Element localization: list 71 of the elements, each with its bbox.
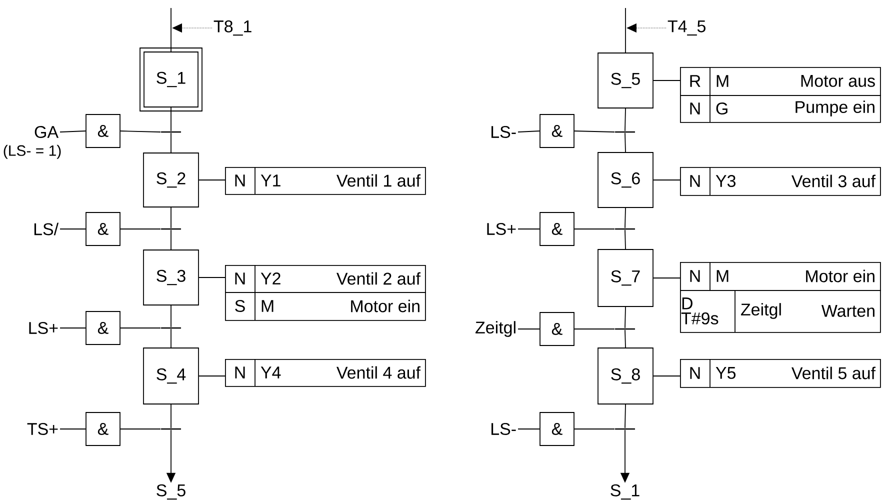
action-block: D T#9s Zeitgl Warten (680, 290, 881, 333)
flow-line (574, 228, 615, 230)
input-label: LS+ (29, 322, 58, 334)
input-label: LS+ (487, 222, 516, 236)
flow-line (120, 130, 161, 132)
and-gate: & (86, 311, 120, 345)
flow-line (170, 230, 172, 250)
flow-line (120, 428, 161, 430)
and-gate: & (86, 212, 120, 246)
flow-line (518, 130, 540, 132)
flow-line (170, 132, 172, 153)
flow-line (60, 130, 86, 132)
input-label: Zeitgl (476, 321, 516, 337)
flow-line (624, 132, 626, 152)
action-block: R M Motor aus (680, 66, 881, 96)
flow-line (170, 305, 172, 328)
flow-line (625, 8, 626, 53)
action-block: N M Motor ein (680, 262, 881, 291)
step-box: S_4 (143, 348, 199, 404)
flow-line (624, 306, 626, 328)
flow-line (574, 428, 615, 430)
and-gate: & (540, 412, 574, 446)
flow-line (120, 228, 161, 230)
flow-line (198, 277, 226, 278)
step-label: S_1 (610, 484, 640, 500)
step-box: S_3 (143, 250, 199, 306)
flow-line (170, 107, 172, 132)
action-block: N Y4 Ventil 4 auf (225, 358, 426, 387)
input-label: LS/ (34, 222, 59, 236)
action-block: N G Pumpe ein (680, 94, 881, 123)
flow-line (653, 80, 680, 81)
flow-line (170, 207, 172, 228)
and-gate: & (540, 312, 574, 346)
condition-note: (LS- = 1) (4, 144, 61, 159)
flow-line (518, 428, 540, 430)
step-label: T8_1 (214, 20, 252, 36)
action-block: N Y3 Ventil 3 auf (680, 166, 881, 196)
step-box: S_8 (598, 348, 654, 404)
flow-line (518, 328, 540, 330)
step-label: S_5 (156, 484, 186, 500)
flow-line (574, 130, 615, 132)
flow-line (624, 230, 626, 250)
step-box: S_6 (598, 152, 654, 208)
flow-line (60, 228, 86, 230)
input-label: TS+ (27, 422, 58, 436)
flow-line (60, 428, 86, 430)
input-label: LS- (492, 126, 516, 138)
flow-line (624, 404, 626, 428)
flow-line (518, 228, 540, 230)
step-box: S_7 (598, 249, 654, 307)
flow-line (624, 108, 626, 132)
flow-line (624, 330, 626, 348)
flow-line (624, 208, 626, 228)
action-block: S M Motor ein (225, 292, 426, 321)
and-gate: & (86, 412, 120, 446)
initial-step-box: S_1 (140, 48, 202, 112)
flow-line (170, 328, 172, 348)
action-block: N Y2 Ventil 2 auf (225, 264, 426, 293)
action-block: N Y5 Ventil 5 auf (680, 358, 881, 388)
flow-line (574, 328, 615, 330)
flow-line (170, 404, 172, 428)
input-label: LS- (492, 422, 516, 436)
step-label: T4_5 (668, 20, 706, 36)
step-box: S_2 (143, 152, 199, 208)
flow-line (170, 8, 172, 52)
and-gate: & (540, 212, 574, 246)
action-block: N Y1 Ventil 1 auf (225, 166, 426, 195)
and-gate: & (86, 114, 120, 148)
step-box: S_5 (598, 52, 654, 108)
and-gate: & (540, 114, 574, 148)
input-label: GA (34, 126, 59, 138)
